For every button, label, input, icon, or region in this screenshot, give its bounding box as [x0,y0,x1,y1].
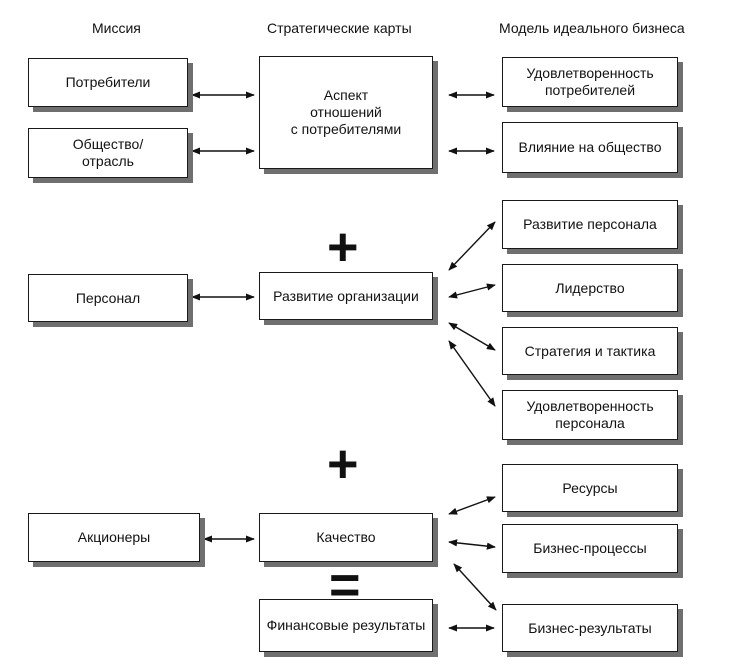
box-consumers: Потребители [28,58,188,107]
plus-sign-2: + [327,434,359,494]
header-mission: Миссия [92,20,141,36]
arrow-quality-results [453,563,497,611]
box-personnel-development: Развитие персонала [502,200,678,249]
equals-sign: = [329,555,361,615]
arrow-quality-resources [448,496,496,515]
box-customer-aspect: Аспект отношений с потребителями [259,56,433,169]
box-shareholders: Акционеры [28,513,200,562]
box-resources: Ресурсы [502,464,678,512]
arrow-orgdev-leadership [448,283,496,299]
box-org-development: Развитие организации [259,272,433,320]
arrow-orgdev-strategy [448,322,496,351]
box-business-results: Бизнес-результаты [502,604,678,652]
box-personnel: Персонал [28,274,188,322]
box-leadership: Лидерство [502,264,678,312]
box-strategy-tactics: Стратегия и тактика [502,327,678,375]
box-business-processes: Бизнес-процессы [502,524,678,573]
box-society: Общество/ отрасль [28,128,188,178]
box-personnel-satisfaction: Удовлетворенность персонала [502,390,678,440]
box-society-impact: Влияние на общество [502,122,678,173]
arrow-quality-processes [448,539,496,550]
box-consumer-satisfaction: Удовлетворенность потребителей [502,57,678,107]
box-quality: Качество [259,513,433,562]
arrow-orgdev-personnel-dev [448,221,496,271]
header-strategic-maps: Стратегические карты [267,20,412,36]
plus-sign-1: + [327,217,359,277]
box-financial-results: Финансовые результаты [259,599,433,652]
arrow-orgdev-personnel-sat [448,340,496,407]
header-ideal-model: Модель идеального бизнеса [499,20,685,36]
